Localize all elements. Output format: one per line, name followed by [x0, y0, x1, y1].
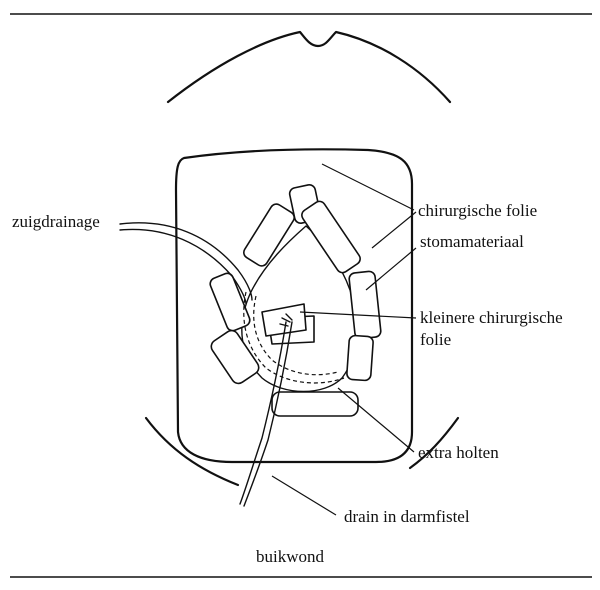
fistula-drain-outer — [243, 321, 293, 507]
leader-lines — [271, 163, 417, 516]
upper-body-outline — [166, 30, 452, 104]
lower-body-outline-right — [408, 416, 460, 470]
stoma-segment — [301, 200, 361, 274]
fistula-drain-inner — [239, 321, 287, 505]
label-kleinere-chirurgische-folie-1: kleinere chirurgische — [420, 308, 563, 327]
foil-wrinkle-marks — [279, 313, 293, 327]
label-zuigdrainage: zuigdrainage — [12, 212, 100, 231]
label-extra-holten: extra holten — [418, 443, 499, 462]
suction-drain-tube-outer — [119, 222, 253, 301]
stoma-segment — [243, 203, 295, 267]
stoma-segment — [209, 272, 251, 332]
label-stomamateriaal: stomamateriaal — [420, 232, 524, 251]
smaller-surgical-foil-patch — [261, 303, 307, 337]
stoma-segment — [346, 334, 374, 382]
surgical-foil-outline — [174, 148, 414, 464]
label-kleinere-chirurgische-folie-2: folie — [420, 330, 451, 349]
lower-body-outline-left — [144, 416, 240, 487]
label-drain-in-darmfistel: drain in darmfistel — [344, 507, 470, 526]
stoma-material-segments — [209, 184, 382, 417]
label-buikwond: buikwond — [256, 547, 325, 566]
stoma-segment — [210, 329, 260, 385]
label-chirurgische-folie: chirurgische folie — [418, 201, 537, 220]
suction-drain-tube-inner — [119, 228, 247, 305]
extra-cavities-dashed-inner — [253, 295, 339, 376]
stoma-segment — [271, 391, 359, 417]
